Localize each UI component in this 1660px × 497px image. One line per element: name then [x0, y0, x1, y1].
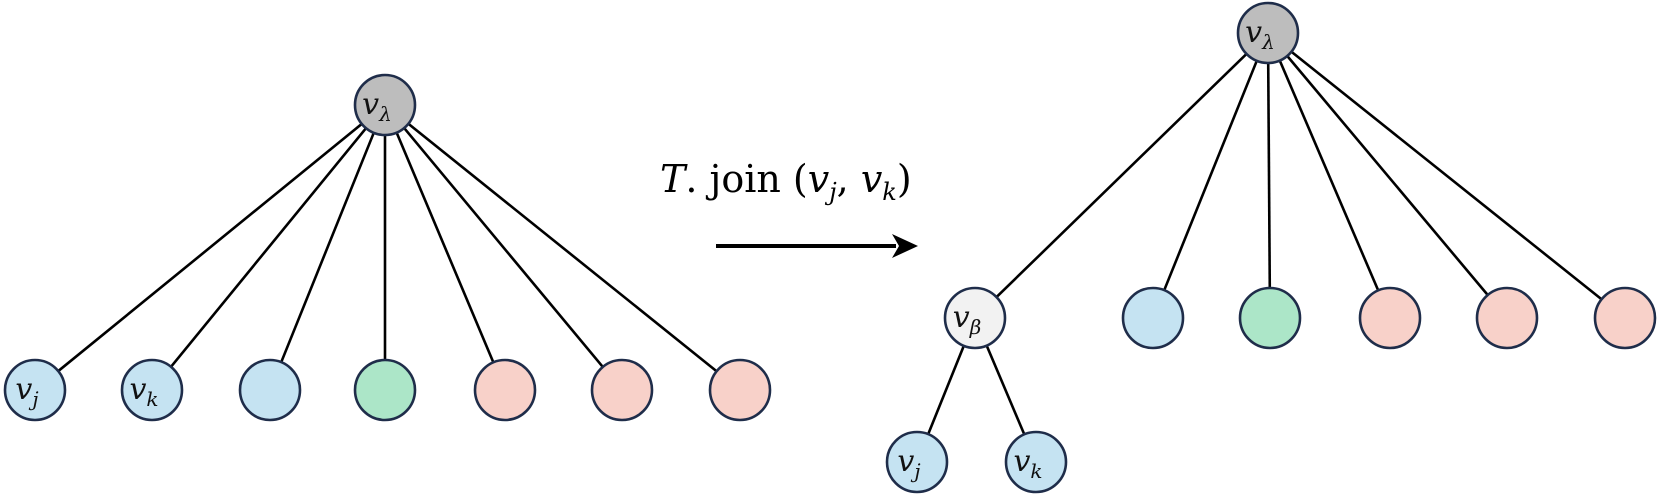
before-child-node-1: vj — [3, 358, 67, 422]
before-tree-edges — [57, 122, 718, 373]
before-child-node-4 — [353, 358, 417, 422]
after-grandchild-node-1-1-label-sub: j — [910, 459, 920, 483]
after-edge-root-child-4 — [1278, 60, 1380, 291]
after-child-node-2-circle — [1121, 286, 1185, 350]
join-operation-label: T. join (vj, vk) — [660, 157, 912, 206]
op-arg2-sub: k — [882, 178, 897, 206]
op-tree-var: T — [660, 157, 688, 201]
op-close-paren: ) — [897, 157, 912, 201]
after-grandchild-node-1-2: vk — [1004, 430, 1068, 494]
after-child-node-1-label: vβ — [953, 300, 982, 339]
join-operation: T. join (vj, vk) — [660, 157, 918, 258]
after-child-node-6-circle — [1593, 286, 1657, 350]
before-child-node-7 — [708, 358, 772, 422]
after-root-node-label: vλ — [1245, 15, 1275, 54]
after-child-node-4-circle — [1358, 286, 1422, 350]
after-grandchild-node-1-2-label-main: v — [1013, 444, 1030, 479]
after-root-node-label-sub: λ — [1261, 30, 1275, 54]
after-root-node-label-main: v — [1245, 15, 1262, 50]
before-child-node-6-circle — [590, 358, 654, 422]
op-dot: . — [685, 157, 697, 201]
before-child-node-4-circle — [353, 358, 417, 422]
after-child-node-4 — [1358, 286, 1422, 350]
after-edge-child-1-grandchild-1 — [927, 345, 965, 435]
after-root-node: vλ — [1236, 1, 1300, 65]
after-child-node-6 — [1593, 286, 1657, 350]
before-child-node-5-circle — [473, 358, 537, 422]
before-root-node-label-main: v — [362, 87, 379, 122]
after-edge-root-child-6 — [1290, 50, 1603, 301]
before-child-node-1-label-sub: j — [28, 387, 38, 411]
after-grandchild-node-1-1-circle — [885, 430, 949, 494]
op-func-name: join — [697, 157, 780, 201]
after-grandchild-node-1-2-label-sub: k — [1030, 459, 1042, 483]
before-child-node-2: vk — [120, 358, 184, 422]
before-child-node-2-label: vk — [129, 372, 158, 411]
transform-arrow-head — [892, 234, 918, 258]
before-child-node-2-circle — [120, 358, 184, 422]
before-child-node-1-circle — [3, 358, 67, 422]
before-edge-root-child-6 — [403, 127, 604, 368]
before-root-node-circle — [353, 73, 417, 137]
op-arg2: v — [861, 157, 883, 201]
after-child-node-5-circle — [1475, 286, 1539, 350]
before-child-node-2-label-sub: k — [146, 387, 158, 411]
after-tree-edges — [927, 50, 1603, 435]
after-child-node-1-circle — [943, 286, 1007, 350]
after-child-node-1: vβ — [943, 286, 1007, 350]
op-separator: , — [837, 157, 861, 201]
before-edge-root-child-1 — [57, 122, 363, 373]
before-child-node-3 — [238, 358, 302, 422]
after-edge-child-1-grandchild-2 — [985, 345, 1026, 435]
after-child-node-5 — [1475, 286, 1539, 350]
after-edge-root-child-5 — [1286, 55, 1489, 296]
after-child-node-2 — [1121, 286, 1185, 350]
after-grandchild-node-1-1-label: vj — [897, 444, 920, 483]
after-child-node-1-label-sub: β — [969, 315, 982, 339]
before-child-node-5 — [473, 358, 537, 422]
before-child-node-1-label: vj — [15, 372, 38, 411]
before-root-node: vλ — [353, 73, 417, 137]
before-edge-root-child-5 — [395, 132, 495, 363]
before-child-node-7-circle — [708, 358, 772, 422]
before-root-node-label-sub: λ — [378, 102, 392, 126]
after-child-node-1-label-main: v — [953, 300, 970, 335]
after-grandchild-node-1-2-circle — [1004, 430, 1068, 494]
before-child-node-2-label-main: v — [129, 372, 146, 407]
after-edge-root-child-1 — [995, 52, 1248, 299]
before-edge-root-child-7 — [407, 122, 718, 373]
after-grandchild-node-1-1: vj — [885, 430, 949, 494]
after-child-node-3 — [1238, 286, 1302, 350]
before-edge-root-child-3 — [280, 132, 375, 363]
before-child-node-1-label-main: v — [15, 372, 32, 407]
after-child-node-3-circle — [1238, 286, 1302, 350]
before-root-node-label: vλ — [362, 87, 392, 126]
after-edge-root-child-2 — [1163, 60, 1258, 291]
before-child-node-6 — [590, 358, 654, 422]
op-open-paren: ( — [781, 157, 808, 201]
before-child-node-3-circle — [238, 358, 302, 422]
after-grandchild-node-1-2-label: vk — [1013, 444, 1042, 483]
after-root-node-circle — [1236, 1, 1300, 65]
after-grandchild-node-1-1-label-main: v — [897, 444, 914, 479]
after-edge-root-child-3 — [1266, 62, 1272, 289]
before-edge-root-child-2 — [169, 127, 368, 368]
op-arg1: v — [808, 157, 830, 201]
